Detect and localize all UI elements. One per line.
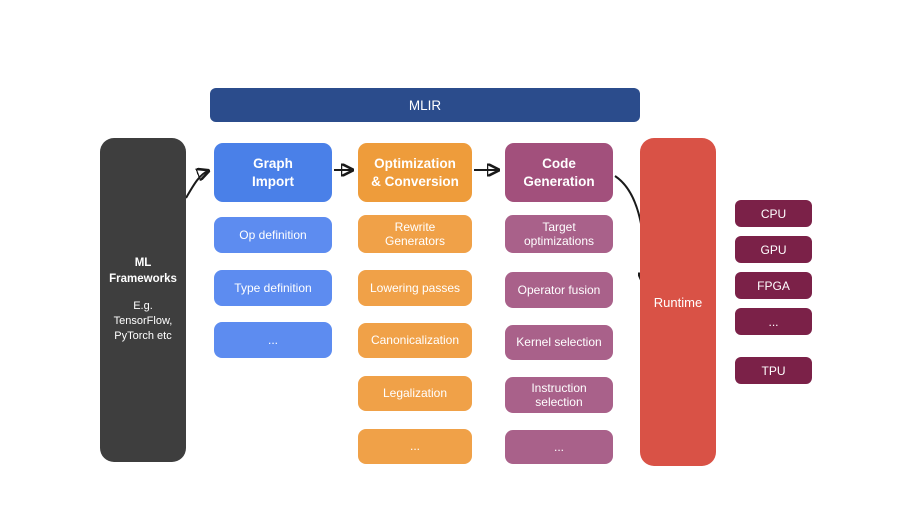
- item-target-optimizations: Target optimizations: [505, 215, 613, 253]
- item-codegen-more: ...: [505, 430, 613, 464]
- item-optimization-more: ...: [358, 429, 472, 464]
- target-more: ...: [735, 308, 812, 335]
- item-type-definition: Type definition: [214, 270, 332, 306]
- optimization-conversion-header: Optimization & Conversion: [358, 143, 472, 202]
- runtime-box: Runtime: [640, 138, 716, 466]
- item-graph-import-more: ...: [214, 322, 332, 358]
- mlir-banner: MLIR: [210, 88, 640, 122]
- target-fpga: FPGA: [735, 272, 812, 299]
- code-generation-header: Code Generation: [505, 143, 613, 202]
- ml-frameworks-title: ML Frameworks: [109, 257, 177, 285]
- item-kernel-selection: Kernel selection: [505, 325, 613, 360]
- target-gpu: GPU: [735, 236, 812, 263]
- item-lowering-passes: Lowering passes: [358, 270, 472, 306]
- ml-frameworks-subtitle: E.g. TensorFlow, PyTorch etc: [113, 300, 173, 342]
- target-cpu: CPU: [735, 200, 812, 227]
- item-operator-fusion: Operator fusion: [505, 272, 613, 308]
- ml-frameworks-box: ML Frameworks E.g. TensorFlow, PyTorch e…: [100, 138, 186, 462]
- graph-import-header: Graph Import: [214, 143, 332, 202]
- item-op-definition: Op definition: [214, 217, 332, 253]
- item-instruction-selection: Instruction selection: [505, 377, 613, 413]
- target-tpu: TPU: [735, 357, 812, 384]
- arrow-frameworks-to-graph-import: [185, 171, 208, 199]
- item-legalization: Legalization: [358, 376, 472, 411]
- item-canonicalization: Canonicalization: [358, 323, 472, 358]
- item-rewrite-generators: Rewrite Generators: [358, 215, 472, 253]
